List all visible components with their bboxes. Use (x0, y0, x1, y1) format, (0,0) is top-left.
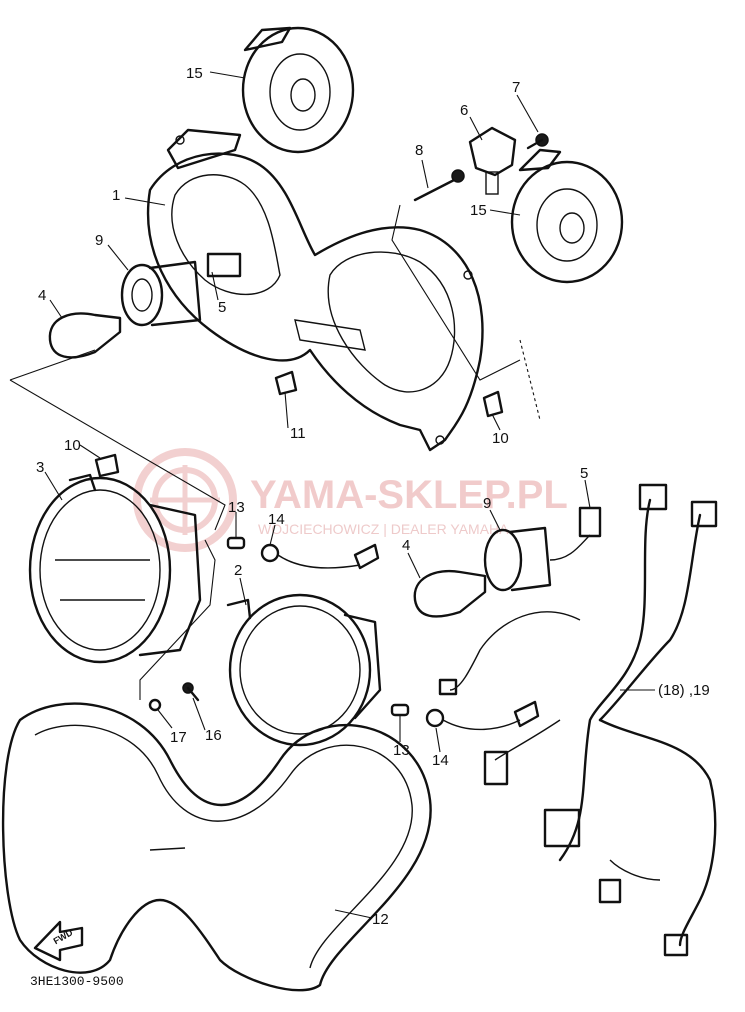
callout-14-lower: 14 (432, 752, 449, 769)
callout-leaders (44, 71, 655, 919)
position-socket-lower (425, 700, 540, 731)
watermark-subline: WOJCIECHOWICZ | DEALER YAMAHA (258, 521, 509, 537)
diagram-code: 3HE1300-9500 (30, 974, 124, 989)
assembly-guide-lines (9, 204, 541, 700)
callout-10-lower: 10 (64, 437, 81, 454)
grommet-11 (274, 370, 298, 396)
callout-4-lower: 4 (402, 537, 410, 554)
callout-11: 11 (290, 425, 306, 442)
watermark: YAMA-SKLEP.PL WOJCIECHOWICZ | DEALER YAM… (133, 448, 568, 552)
forward-arrow-icon: FWD (33, 920, 84, 962)
callout-7: 7 (512, 79, 520, 96)
callout-8: 8 (415, 142, 423, 159)
callout-13-lower: 13 (393, 742, 410, 759)
callout-14-upper: 14 (268, 511, 285, 528)
callout-15-lower: 15 (470, 202, 487, 219)
screw-16 (182, 682, 200, 702)
bulb-socket-lower (483, 506, 602, 592)
callout-5-lower: 5 (580, 465, 588, 482)
headlight-unit-center (226, 593, 382, 747)
watermark-logo-icon (133, 448, 237, 552)
bulb-socket-upper (120, 252, 242, 327)
callout-2: 2 (234, 562, 242, 579)
bulb-lower (413, 569, 487, 618)
position-socket-upper (260, 543, 380, 570)
callout-labels: 15 7 6 8 1 15 9 4 5 11 10 10 3 13 14 2 4… (36, 65, 710, 928)
adjuster-bracket (468, 126, 517, 195)
grommet-10-lower (94, 453, 120, 478)
callout-10-upper: 10 (492, 430, 509, 447)
reflector-ring-lower (510, 148, 624, 284)
headlight-housing (146, 128, 484, 452)
wire-harness (438, 483, 718, 957)
bulb-upper (48, 312, 122, 359)
position-bulb-lower (390, 703, 410, 717)
adjusting-bolt (413, 169, 465, 202)
callout-18-19: (18) ,19 (658, 682, 710, 699)
headlight-bezel (1, 702, 432, 992)
callout-9-upper: 9 (95, 232, 103, 249)
callout-6: 6 (460, 102, 468, 119)
position-bulb-upper (226, 536, 246, 550)
mounting-screw (526, 133, 549, 150)
watermark-brand: YAMA-SKLEP.PL (250, 473, 568, 517)
callout-16: 16 (205, 727, 222, 744)
callout-17: 17 (170, 729, 187, 746)
headlight-unit-left (28, 473, 202, 664)
callout-4-upper: 4 (38, 287, 46, 304)
callout-5-upper: 5 (218, 299, 226, 316)
washer-17 (148, 698, 162, 712)
callout-13-upper: 13 (228, 499, 245, 516)
callout-1: 1 (112, 187, 120, 204)
callout-9-lower: 9 (483, 495, 491, 512)
callout-12: 12 (372, 911, 389, 928)
callout-15-upper: 15 (186, 65, 203, 82)
callout-3: 3 (36, 459, 44, 476)
grommet-10-upper (482, 390, 504, 418)
reflector-ring-upper (241, 26, 355, 154)
